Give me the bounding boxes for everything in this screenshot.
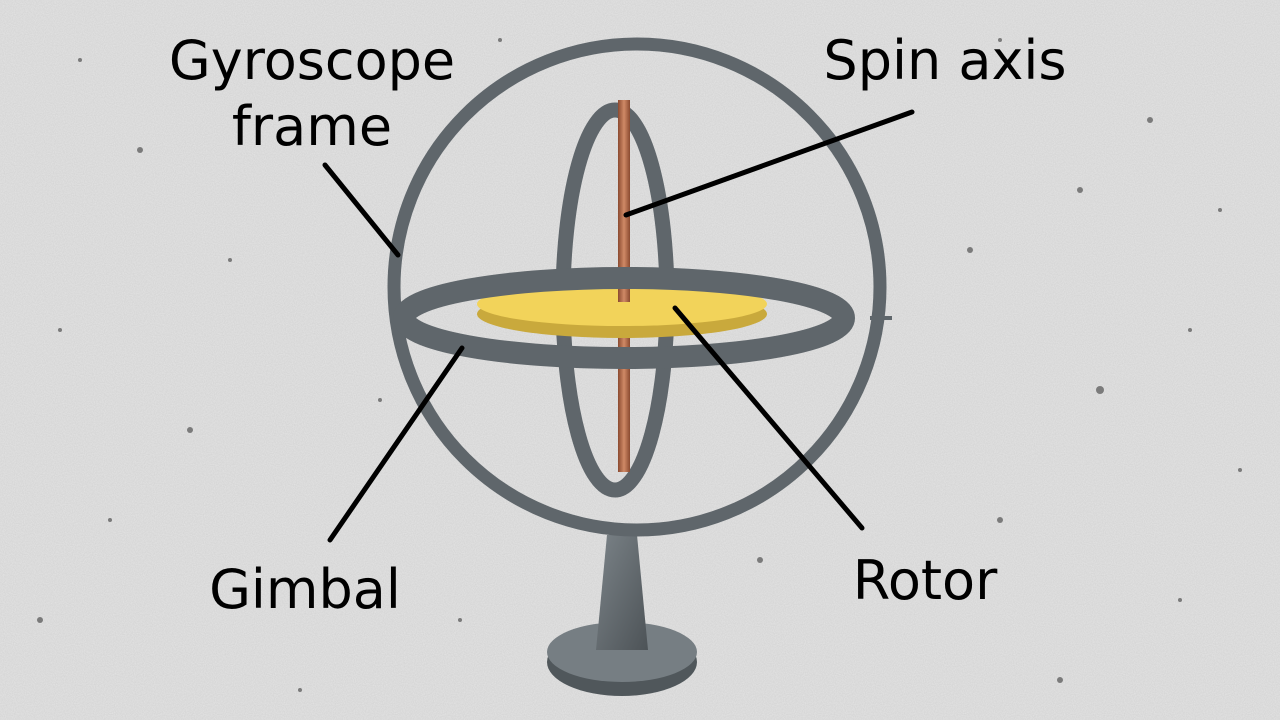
stand	[547, 535, 697, 696]
leader-lines	[322, 109, 915, 543]
gyroscope-frame-ring	[387, 37, 887, 537]
frame-label-line2: frame	[231, 95, 393, 158]
gimbal-leader-line	[327, 345, 465, 543]
gimbal-ring	[393, 267, 855, 369]
spin-axis-leader-line	[623, 109, 915, 218]
spin-axis-label: Spin axis	[823, 29, 1067, 92]
rotor-label: Rotor	[852, 549, 998, 612]
gyroscope-frame-label: Gyroscope frame	[152, 28, 472, 160]
frame-leader-line	[322, 162, 401, 258]
rotor-leader-line	[672, 305, 865, 531]
gimbal-label: Gimbal	[209, 558, 401, 621]
frame-label-line1: Gyroscope	[168, 29, 456, 92]
